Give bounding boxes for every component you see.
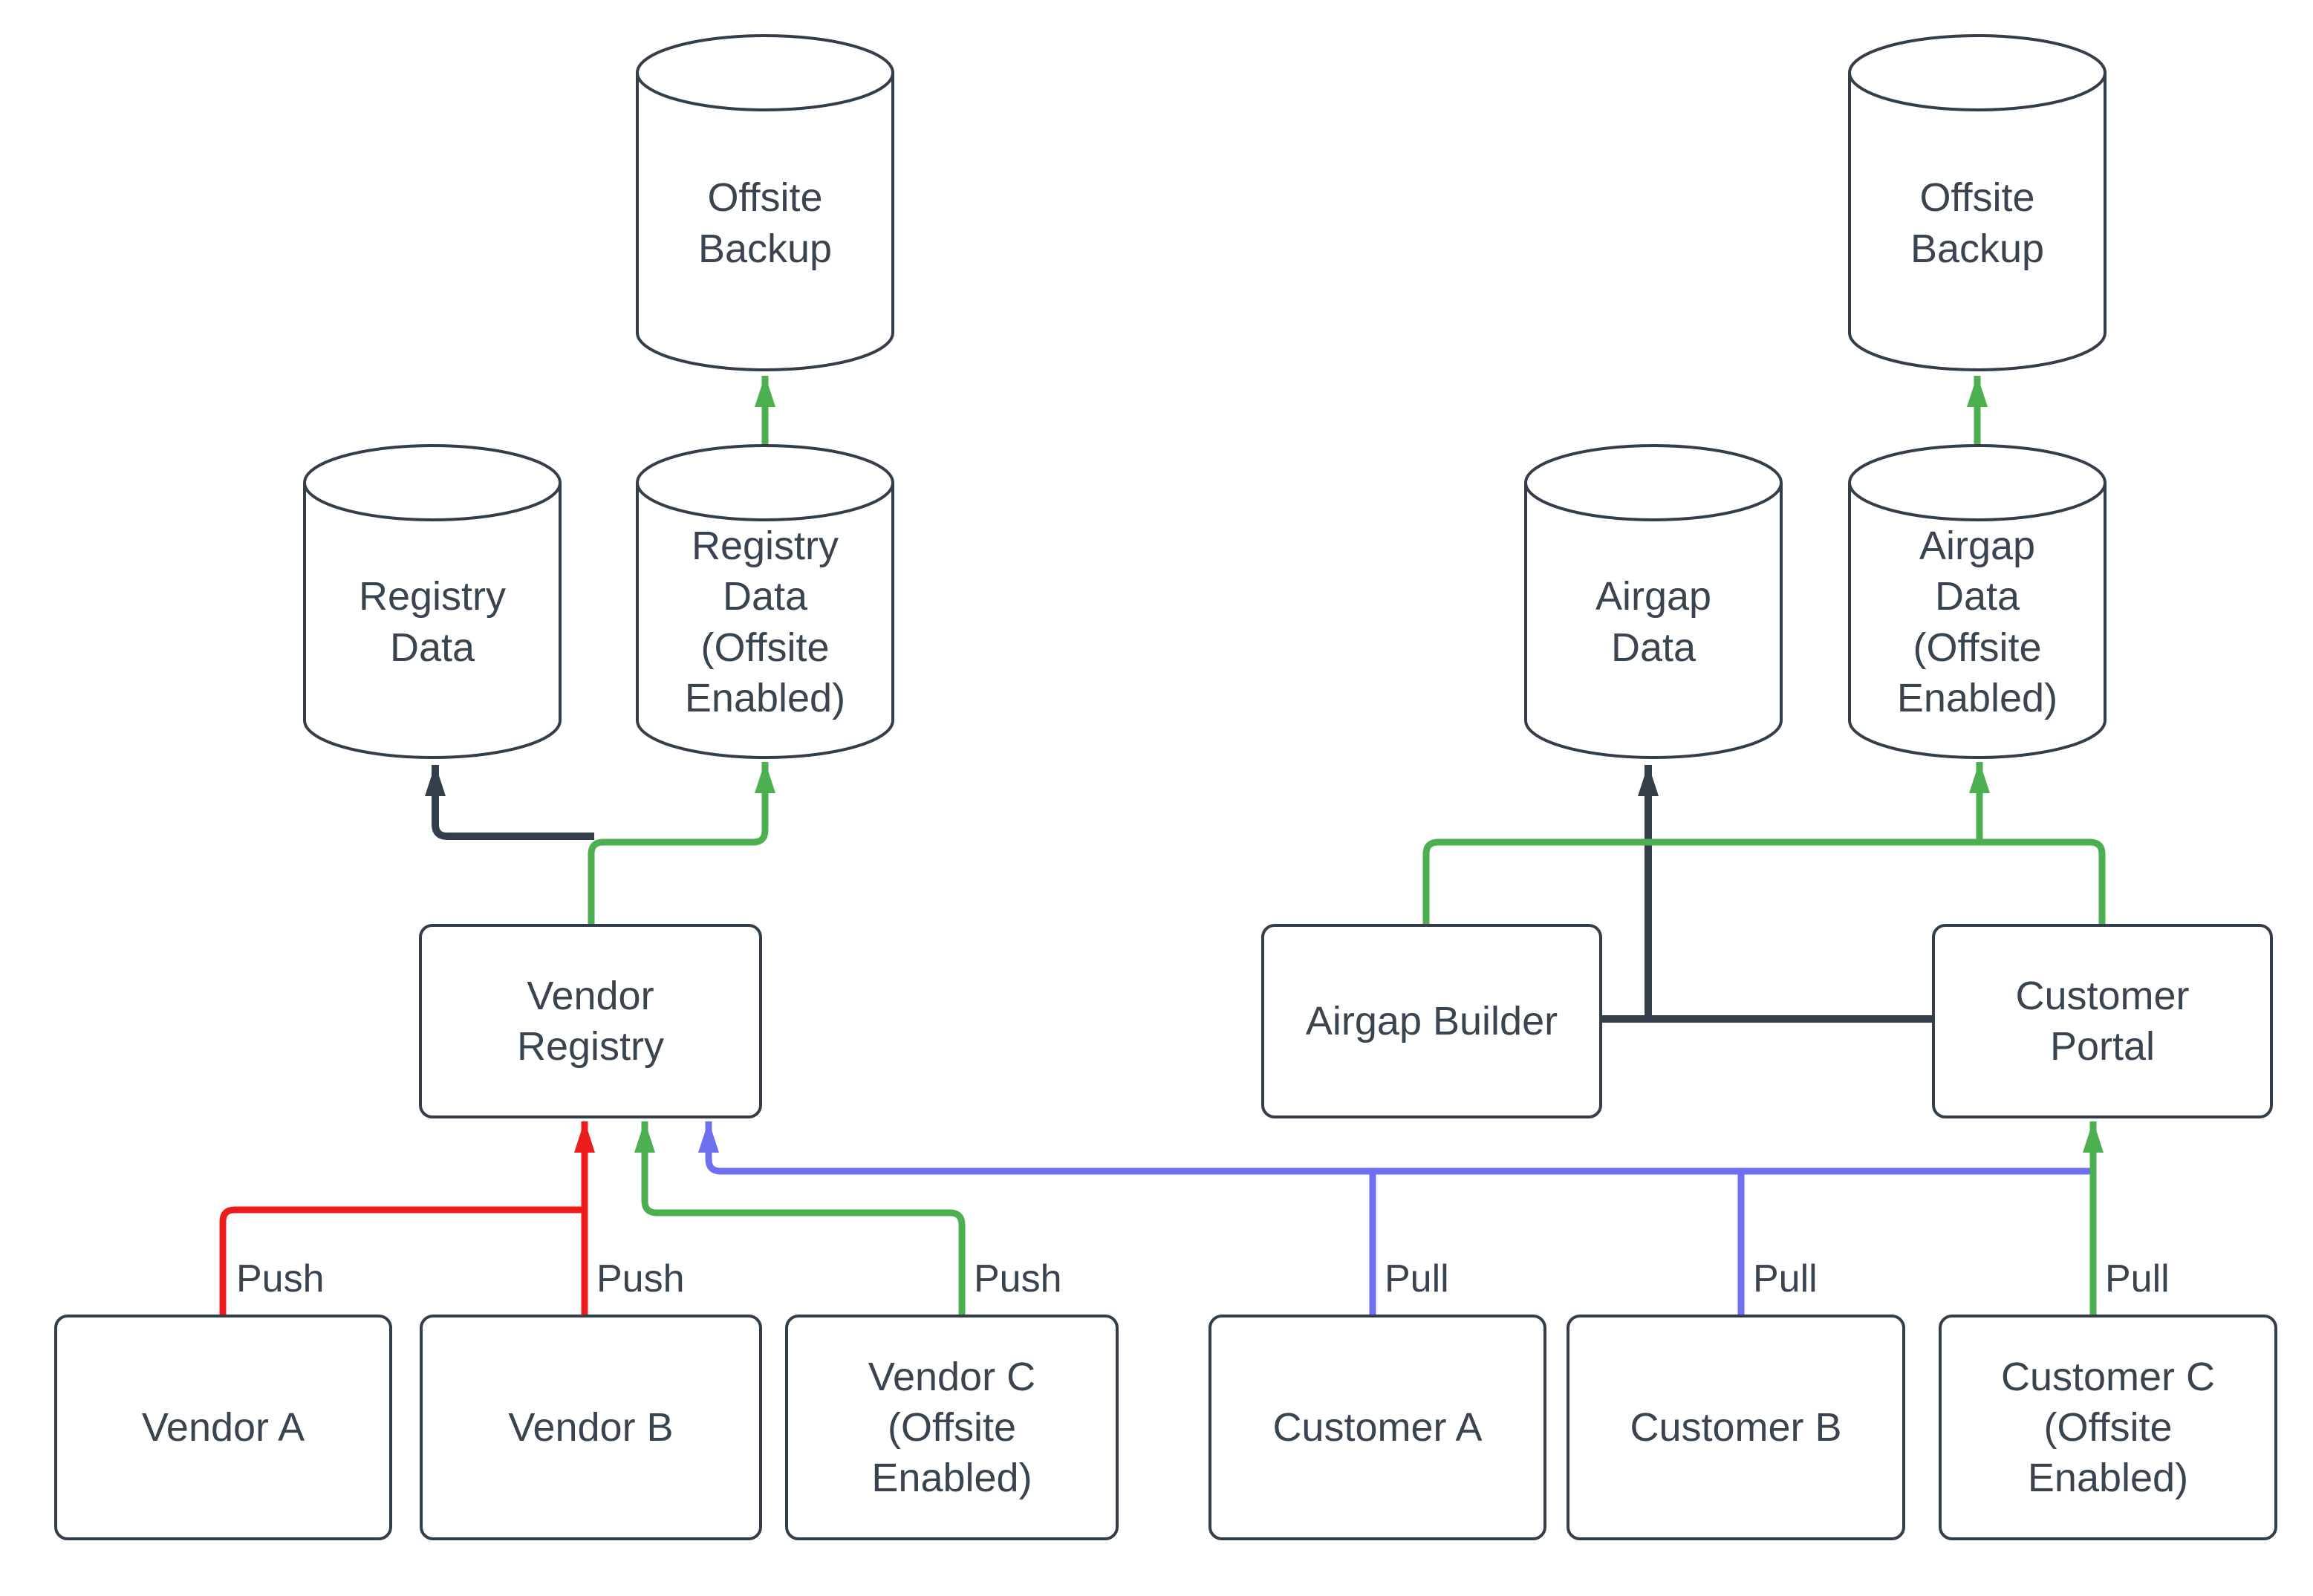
- label-airgap-builder: Airgap Builder: [1305, 998, 1558, 1043]
- node-customer-portal: [1932, 924, 2273, 1118]
- label-airgap-data: Airgap Data: [1595, 574, 1712, 670]
- node-vendor-b: [420, 1315, 762, 1540]
- label-customer-a: Customer A: [1272, 1404, 1483, 1450]
- node-registry-data-offsite: [636, 444, 894, 759]
- label-offsite-backup-left: Offsite Backup: [697, 175, 833, 271]
- node-offsite-backup-right: [1848, 34, 2107, 371]
- edge-vendor-registry-to-registry-data: [425, 764, 594, 840]
- label-registry-data: Registry Data: [358, 574, 507, 670]
- node-airgap-data-offsite: [1848, 444, 2107, 759]
- edge-label-pull-customer-b: Pull: [1753, 1257, 1818, 1300]
- label-registry-data-offsite: Registry Data (Offsite Enabled): [684, 524, 846, 720]
- node-customer-c: [1939, 1315, 2277, 1540]
- node-offsite-backup-left: [636, 34, 894, 371]
- edge-customers-pull-to-vendor-registry: [698, 1121, 2093, 1175]
- label-customer-portal: Customer Portal: [2015, 973, 2190, 1069]
- edge-vendor-registry-to-registry-data-offsite: [588, 761, 775, 924]
- label-airgap-data-offsite: Airgap Data (Offsite Enabled): [1896, 524, 2058, 720]
- edge-vendor-c-push: [634, 1121, 966, 1316]
- edges: [219, 375, 2106, 1317]
- node-vendor-registry: [419, 924, 762, 1118]
- node-customer-b: [1567, 1315, 1905, 1540]
- node-vendor-c: [785, 1315, 1119, 1540]
- edge-label-pull-customer-c: Pull: [2105, 1257, 2170, 1300]
- edge-label-push-vendor-b: Push: [596, 1257, 685, 1300]
- label-offsite-backup-right: Offsite Backup: [1910, 175, 2045, 271]
- label-vendor-registry: Vendor Registry: [516, 973, 665, 1069]
- node-airgap-builder: [1261, 924, 1602, 1118]
- label-customer-b: Customer B: [1630, 1404, 1842, 1450]
- edge-airgap-builder-customer-portal-green: [1422, 838, 2106, 924]
- edge-vendor-a-push: [219, 1206, 582, 1316]
- label-vendor-b: Vendor B: [508, 1404, 674, 1450]
- edge-label-pull-customer-a: Pull: [1385, 1257, 1449, 1300]
- node-customer-a: [1208, 1315, 1546, 1540]
- node-airgap-data: [1524, 444, 1783, 759]
- label-vendor-c: Vendor C (Offsite Enabled): [868, 1354, 1036, 1501]
- node-vendor-a: [54, 1315, 392, 1540]
- label-vendor-a: Vendor A: [141, 1404, 305, 1450]
- label-customer-c: Customer C (Offsite Enabled): [2000, 1354, 2216, 1501]
- edge-label-push-vendor-a: Push: [236, 1257, 325, 1300]
- nodes: [54, 34, 2277, 1540]
- edge-label-push-vendor-c: Push: [974, 1257, 1062, 1300]
- node-registry-data: [303, 444, 562, 759]
